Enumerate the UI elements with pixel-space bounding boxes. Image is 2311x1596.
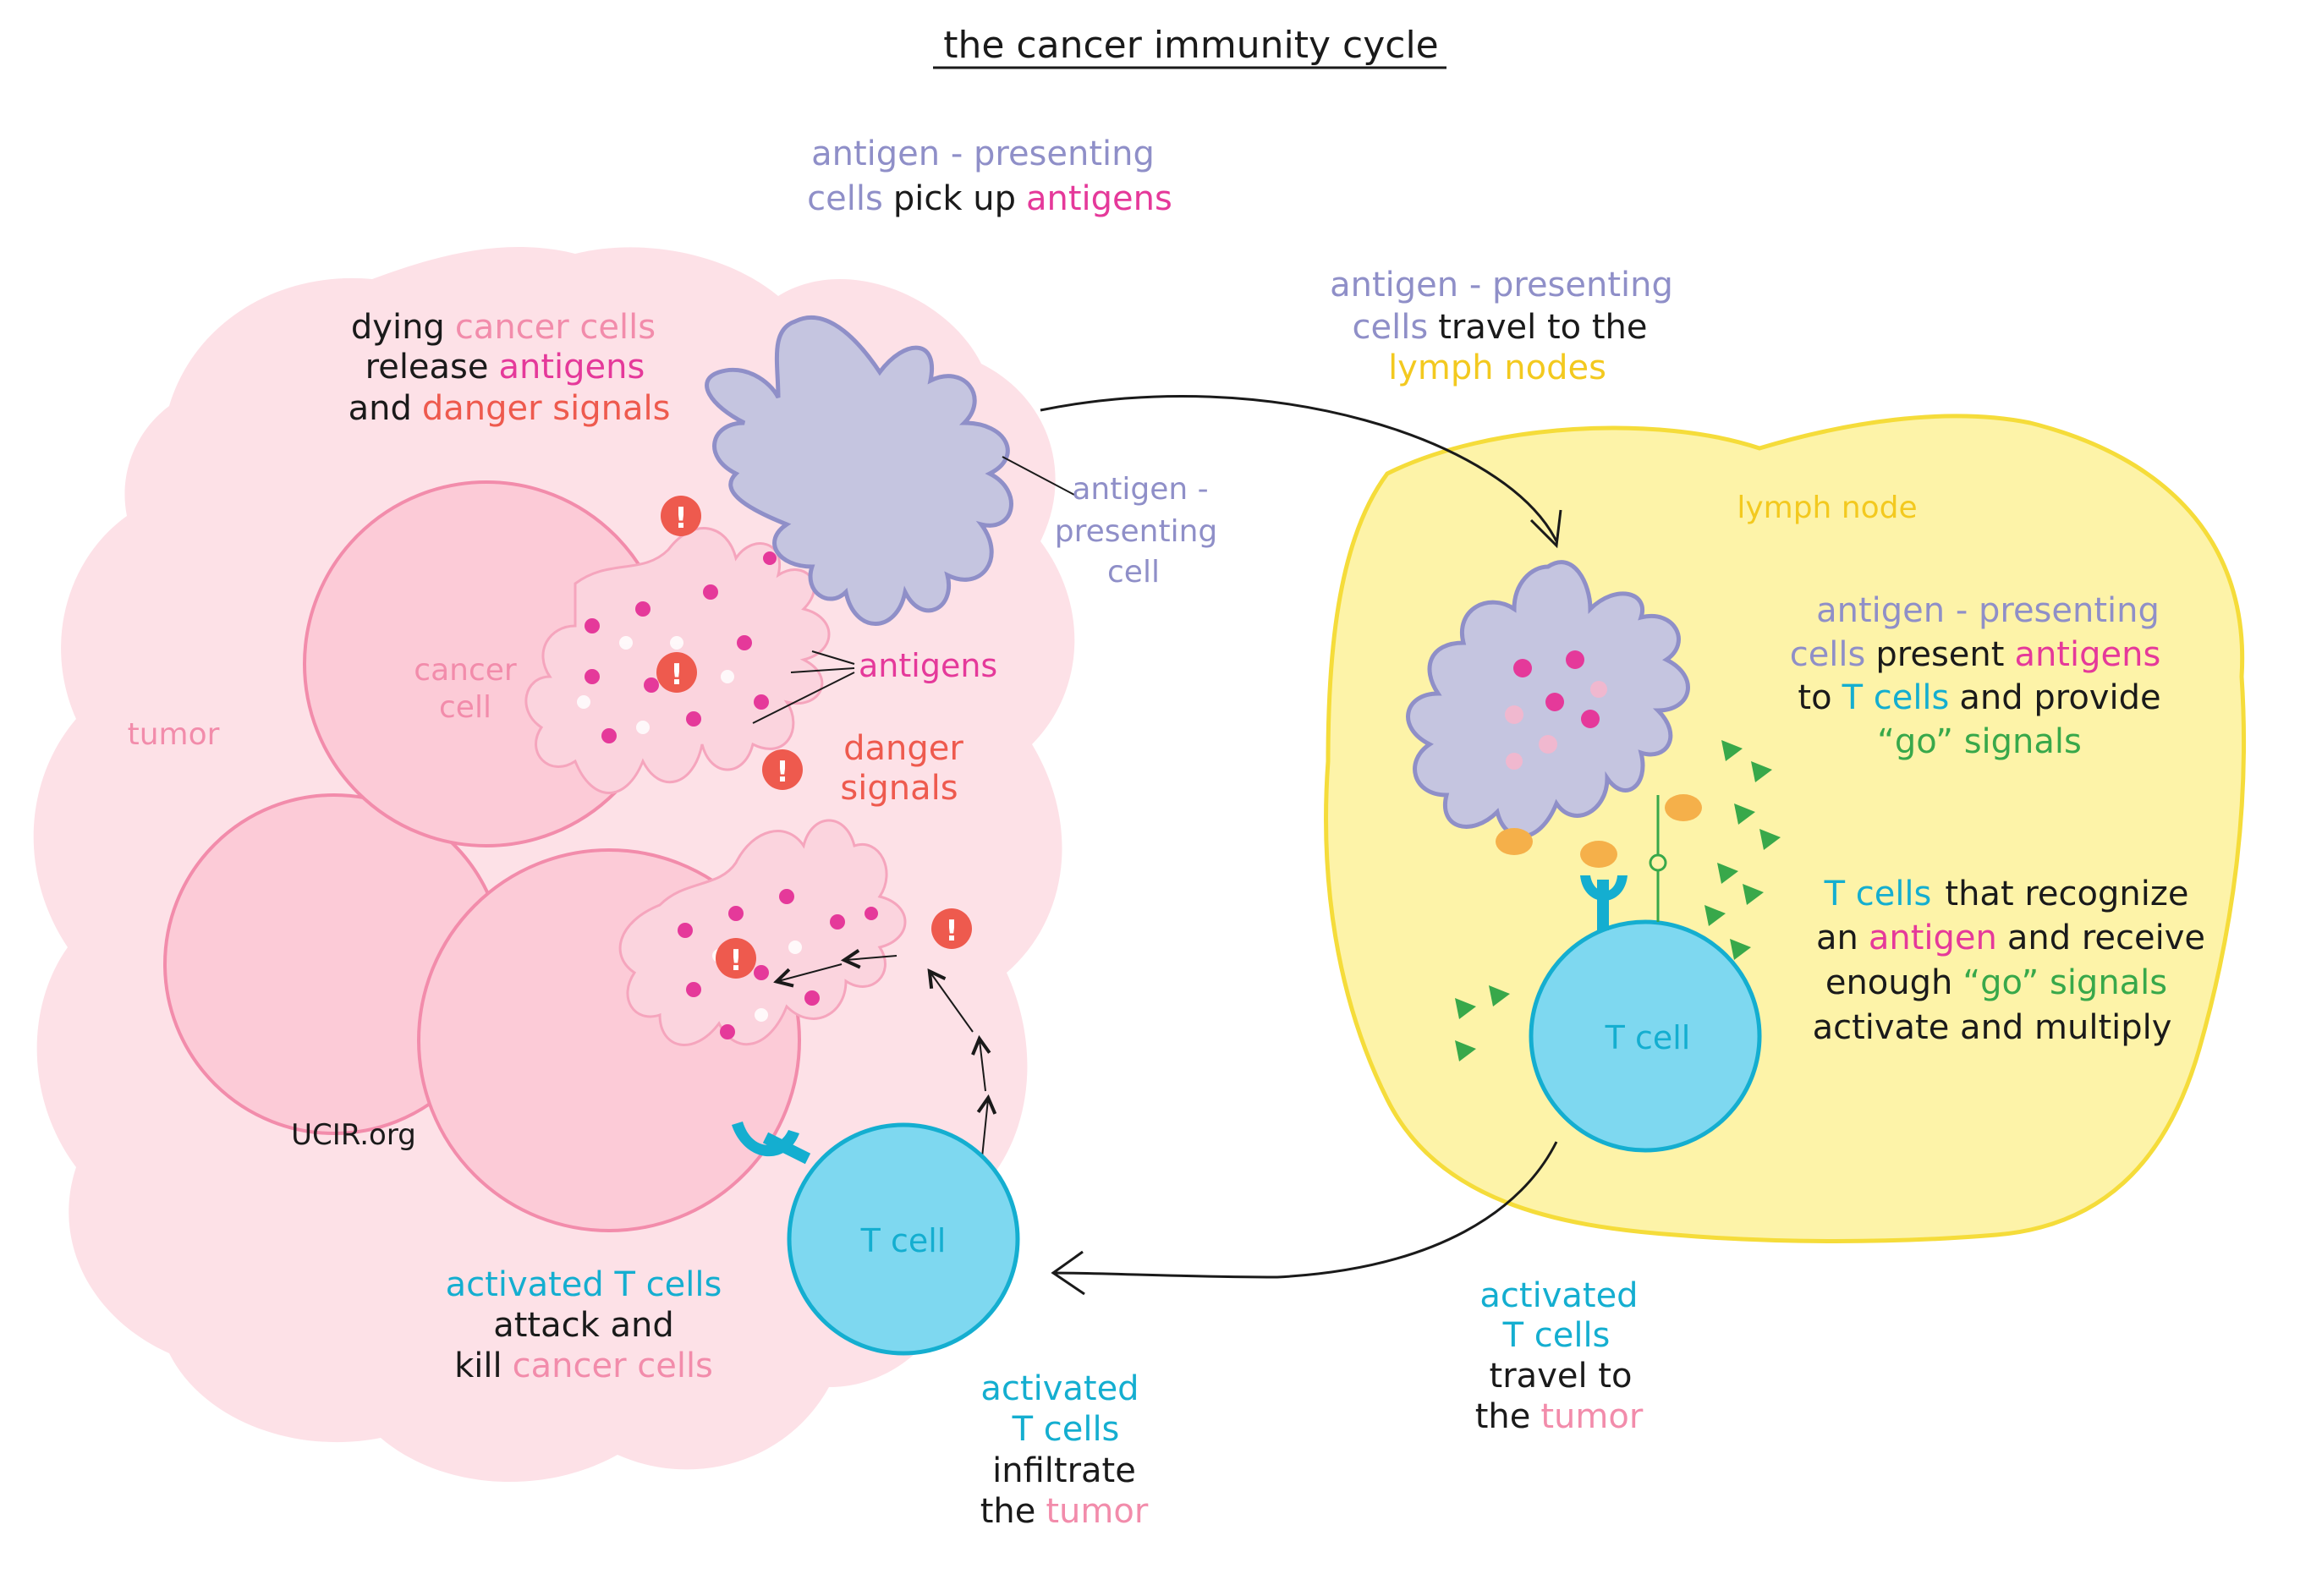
cancer-cell-label-line1: cancer xyxy=(414,653,517,688)
danger-signals-label-line1: danger xyxy=(843,729,963,768)
antigen-pointer-lines xyxy=(752,650,855,724)
processed-antigens xyxy=(1505,650,1607,770)
danger-signal-icon: ! xyxy=(931,908,972,949)
apc-label-line1: antigen - xyxy=(1072,472,1208,507)
apc-pointer-line xyxy=(1002,456,1075,496)
danger-signals-label-line2: signals xyxy=(840,769,958,808)
t-cell-tumor xyxy=(787,1122,1020,1356)
watermark: UCIR.org xyxy=(291,1118,416,1152)
mhc-presenters xyxy=(1496,794,1702,868)
danger-signal-icon: ! xyxy=(762,749,803,790)
step-pickup-line1: antigen - presenting xyxy=(811,134,1155,173)
arrow-head-icon xyxy=(1529,509,1562,549)
svg-text:!: ! xyxy=(945,914,958,948)
costimulatory-signal xyxy=(1649,795,1667,922)
step-present-line4: “go” signals xyxy=(1877,722,2082,761)
step-activate-line4: activate and multiply xyxy=(1813,1008,2172,1047)
antigen-presenting-cell-tumor xyxy=(705,315,1013,626)
t-cell-tumor-label: T cell xyxy=(860,1222,947,1259)
svg-text:!: ! xyxy=(776,755,789,789)
tumor-label: tumor xyxy=(128,717,220,752)
cycle-arrow-to-tumor xyxy=(1052,1141,1558,1279)
lymph-node-label: lymph node xyxy=(1737,491,1917,525)
step-present-line1: antigen - presenting xyxy=(1816,591,2160,630)
cancer-cell-label-line2: cell xyxy=(439,690,491,725)
apc-label-line3: cell xyxy=(1107,555,1160,590)
step-infiltrate-line3: infiltrate xyxy=(992,1451,1136,1490)
diagram-title: the cancer immunity cycle xyxy=(943,24,1439,67)
t-cell-lymph-node xyxy=(1529,919,1762,1153)
svg-text:!: ! xyxy=(729,944,743,978)
receptor-icon xyxy=(1580,875,1628,930)
arrow-head-icon xyxy=(1051,1250,1085,1296)
step-infiltrate-line1: activated xyxy=(980,1369,1139,1408)
danger-signal-icon: ! xyxy=(716,938,756,979)
apc-label-line2: presenting xyxy=(1055,514,1218,549)
svg-text:!: ! xyxy=(674,502,688,535)
step-travel-tumor-line1: activated xyxy=(1479,1276,1638,1315)
t-cell-lymph-node-label: T cell xyxy=(1605,1019,1691,1056)
light-dots-upper xyxy=(577,636,734,734)
cycle-arrow-to-lymph-node xyxy=(1040,395,1558,542)
step-infiltrate-line2: T cells xyxy=(1012,1410,1120,1449)
step-travel-ln-line1: antigen - presenting xyxy=(1330,266,1673,304)
svg-text:!: ! xyxy=(670,658,683,692)
step-travel-tumor-line3: travel to xyxy=(1490,1357,1633,1396)
step-activate-line3: enough“go” signals xyxy=(1825,963,2167,1002)
danger-signal-icon: ! xyxy=(656,652,697,693)
step-kill-line1: activated T cells xyxy=(446,1265,722,1304)
receptor-icon xyxy=(732,1122,811,1165)
step-travel-tumor-line2: T cells xyxy=(1502,1316,1611,1355)
danger-signal-icon: ! xyxy=(661,496,701,536)
antigens-label: antigens xyxy=(859,647,997,684)
step-travel-ln-line3: lymph nodes xyxy=(1388,348,1606,387)
antigen-dots-lower xyxy=(678,889,878,1039)
go-signal-triangle-icon xyxy=(1455,740,1781,1061)
step-kill-line2: attack and xyxy=(493,1306,674,1345)
